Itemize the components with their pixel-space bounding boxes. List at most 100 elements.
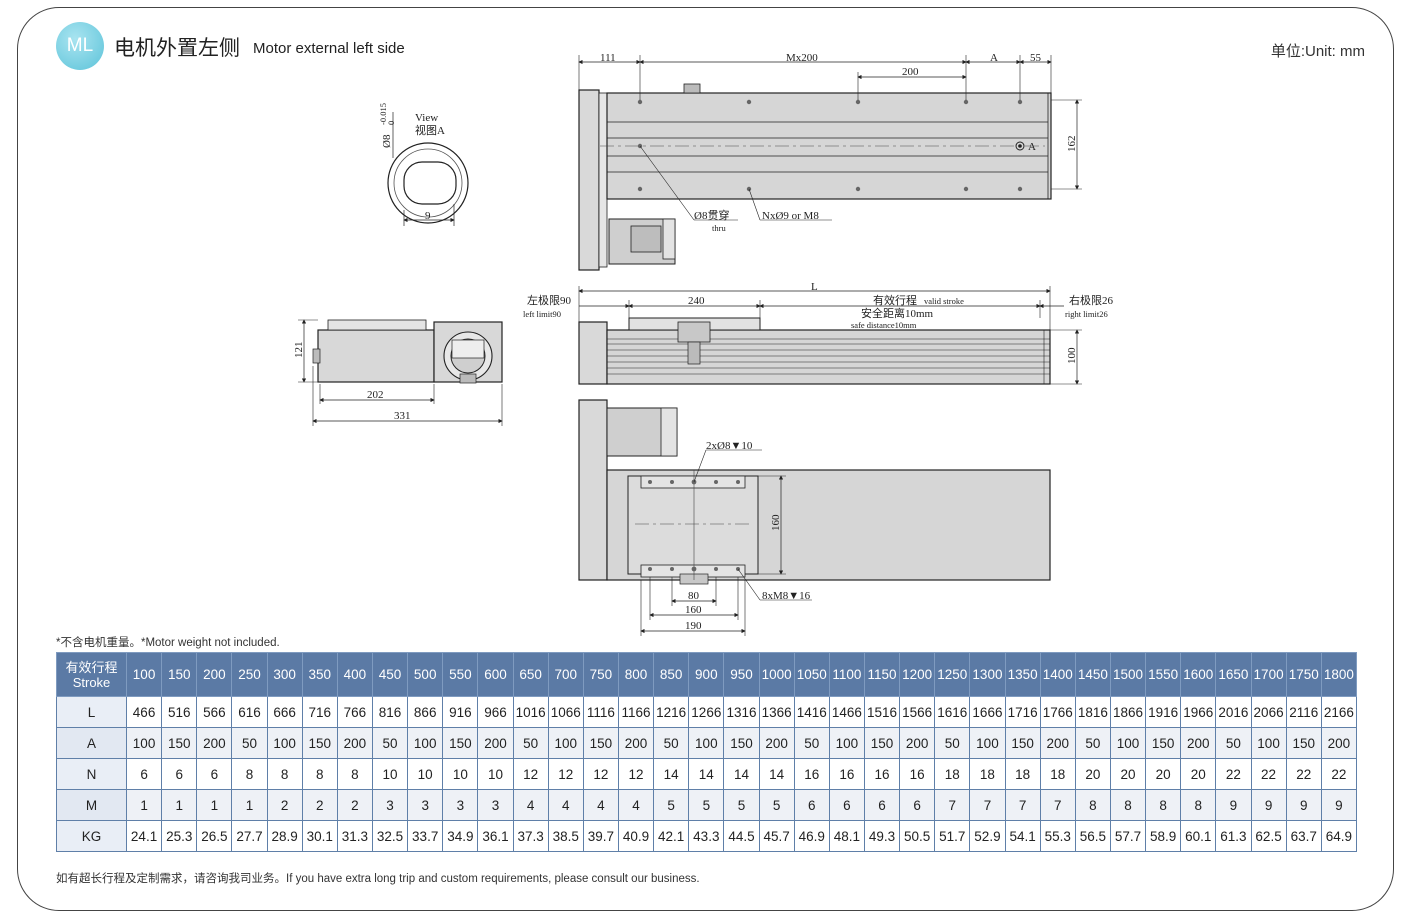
table-cell: 150 (1004, 727, 1041, 759)
table-cell: 50 (371, 727, 409, 759)
stroke-header-1500: 1500 (1109, 652, 1147, 697)
stroke-header-1750: 1750 (1285, 652, 1322, 697)
stroke-header-1150: 1150 (863, 652, 901, 697)
right-limit-en: right limit26 (1065, 309, 1108, 319)
table-cell: 54.1 (1004, 820, 1041, 852)
table-cell: 150 (301, 727, 338, 759)
table-cell: 150 (863, 727, 901, 759)
table-cell: 10 (407, 758, 444, 790)
table-cell: 1966 (1180, 696, 1217, 728)
table-cell: 100 (266, 727, 303, 759)
safe-distance-cn: 安全距离10mm (861, 306, 934, 320)
table-cell: 6 (828, 789, 865, 821)
table-cell: 200 (617, 727, 655, 759)
table-cell: 24.1 (125, 820, 163, 852)
stroke-header-800: 800 (617, 652, 655, 697)
table-cell: 8 (301, 758, 338, 790)
badge-label: ML (66, 35, 94, 56)
table-cell: 50 (1074, 727, 1111, 759)
table-cell: 200 (1180, 727, 1217, 759)
table-cell: 14 (723, 758, 760, 790)
table-cell: 16 (899, 758, 936, 790)
stroke-header-300: 300 (266, 652, 303, 697)
table-cell: 200 (899, 727, 936, 759)
row-label: M (56, 789, 127, 821)
table-cell: 8 (336, 758, 373, 790)
row-label: N (56, 758, 127, 790)
table-cell: 14 (758, 758, 795, 790)
table-cell: 100 (407, 727, 444, 759)
top-holes-label: NxØ9 or M8 (762, 210, 819, 222)
technical-drawing: View 视图A Ø8 -0.015 0 9 (293, 52, 1113, 636)
stroke-header-1450: 1450 (1074, 652, 1111, 697)
table-cell: 10 (371, 758, 409, 790)
table-cell: 31.3 (336, 820, 373, 852)
table-cell: 20 (1074, 758, 1111, 790)
table-cell: 7 (1039, 789, 1076, 821)
table-cell: 9 (1215, 789, 1252, 821)
stroke-header-1800: 1800 (1320, 652, 1358, 697)
table-cell: 200 (1320, 727, 1358, 759)
table-cell: 42.1 (653, 820, 690, 852)
stroke-header-cn: 有效行程 (65, 659, 118, 675)
table-cell: 1816 (1074, 696, 1111, 728)
table-cell: 38.5 (547, 820, 584, 852)
page-title-en: Motor external left side (253, 40, 405, 57)
table-cell: 20 (1145, 758, 1182, 790)
stroke-label-cn: 有效行程 (873, 293, 917, 307)
table-cell: 8 (1074, 789, 1111, 821)
bottom-dim-160: 160 (685, 604, 702, 616)
stroke-header-1200: 1200 (899, 652, 936, 697)
table-cell: 716 (301, 696, 338, 728)
table-cell: 100 (125, 727, 163, 759)
view-a-tolerance: -0.015 (378, 103, 388, 125)
table-cell: 46.9 (793, 820, 830, 852)
top-dim-mx200: Mx200 (786, 52, 818, 64)
table-cell: 18 (1004, 758, 1041, 790)
stroke-header-1350: 1350 (1004, 652, 1041, 697)
table-cell: 50 (793, 727, 830, 759)
table-cell: 39.7 (582, 820, 619, 852)
table-cell: 200 (758, 727, 795, 759)
table-cell: 150 (1285, 727, 1322, 759)
stroke-header-450: 450 (371, 652, 409, 697)
top-dim-111: 111 (600, 52, 616, 64)
top-view-drawing: 111 Mx200 A 55 200 162 A Ø8贯穿 thru NxØ9 … (578, 52, 1082, 271)
table-cell: 200 (477, 727, 514, 759)
table-cell: 1366 (758, 696, 795, 728)
stroke-header-1000: 1000 (758, 652, 795, 697)
table-cell: 36.1 (477, 820, 514, 852)
table-cell: 100 (688, 727, 725, 759)
table-cell: 150 (161, 727, 198, 759)
table-cell: 8 (231, 758, 268, 790)
stroke-header-350: 350 (301, 652, 338, 697)
table-cell: 16 (793, 758, 830, 790)
top-thru-label: Ø8贯穿 (694, 208, 729, 222)
stroke-header-1550: 1550 (1145, 652, 1182, 697)
stroke-header-200: 200 (196, 652, 233, 697)
table-cell: 916 (442, 696, 479, 728)
table-cell: 5 (688, 789, 725, 821)
table-cell: 4 (512, 789, 549, 821)
table-cell: 30.1 (301, 820, 338, 852)
table-cell: 12 (512, 758, 549, 790)
table-cell: 1666 (969, 696, 1006, 728)
bottom-dim-160v: 160 (770, 514, 782, 531)
stroke-header-250: 250 (231, 652, 268, 697)
stroke-header-150: 150 (161, 652, 198, 697)
stroke-header-500: 500 (407, 652, 444, 697)
table-cell: 566 (196, 696, 233, 728)
table-cell: 10 (477, 758, 514, 790)
table-cell: 1216 (653, 696, 690, 728)
table-cell: 1416 (793, 696, 830, 728)
top-dim-200: 200 (902, 66, 919, 78)
table-cell: 100 (547, 727, 584, 759)
table-cell: 43.3 (688, 820, 725, 852)
view-a-label-cn: 视图A (415, 123, 445, 137)
table-cell: 1916 (1145, 696, 1182, 728)
table-cell: 50 (934, 727, 971, 759)
table-cell: 16 (828, 758, 865, 790)
